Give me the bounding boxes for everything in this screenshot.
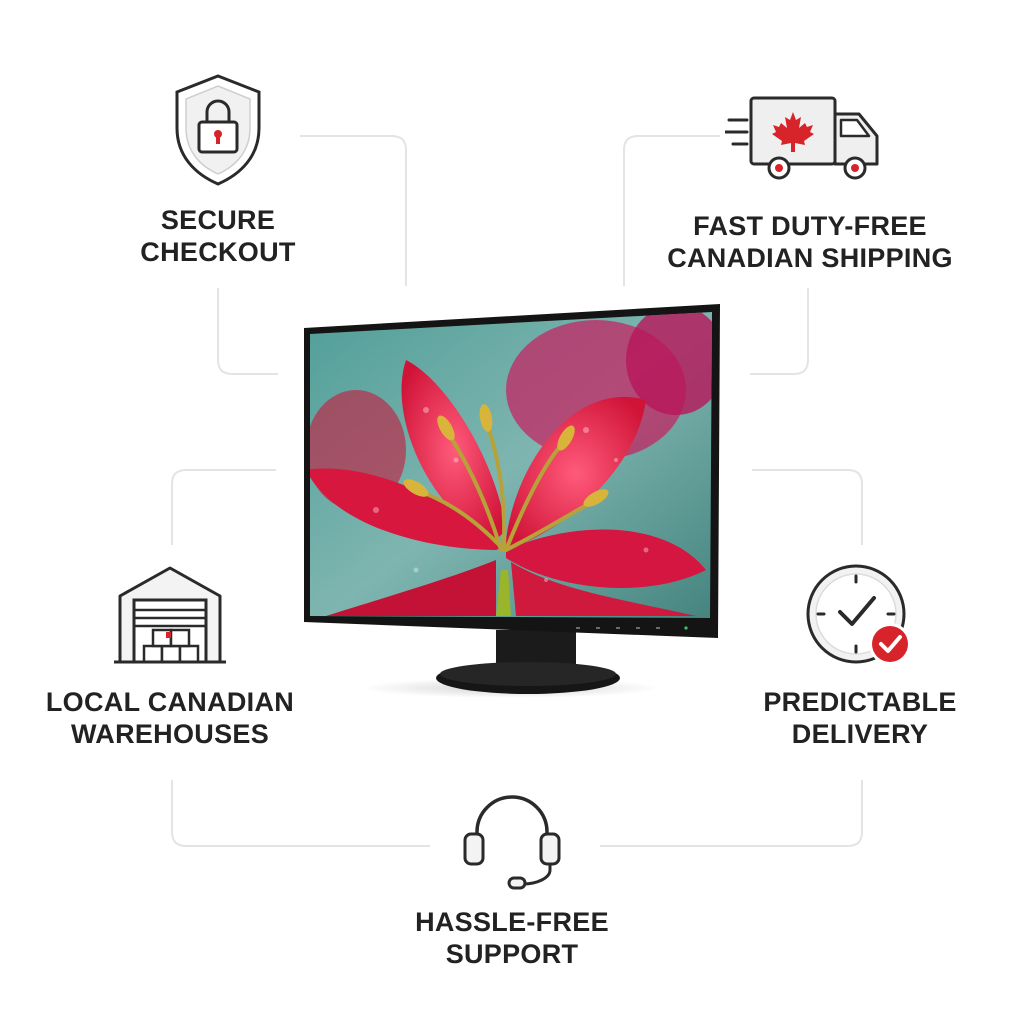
feature-label: PREDICTABLE DELIVERY [763, 687, 957, 749]
feature-label: SECURE CHECKOUT [140, 205, 296, 267]
feature-label: FAST DUTY-FREE CANADIAN SHIPPING [667, 211, 953, 273]
feature-hassle-free-support: HASSLE-FREE SUPPORT [392, 782, 632, 970]
feature-predictable-delivery: PREDICTABLE DELIVERY [740, 562, 980, 750]
feature-secure-checkout: SECURE CHECKOUT [108, 70, 328, 268]
warehouse-icon [114, 566, 226, 664]
clock-check-icon [806, 564, 911, 665]
shield-lock-icon [175, 74, 261, 186]
feature-label: LOCAL CANADIAN WAREHOUSES [45, 687, 295, 749]
feature-local-warehouses: LOCAL CANADIAN WAREHOUSES [20, 562, 320, 750]
delivery-truck-maple-leaf-icon [725, 96, 879, 180]
feature-canadian-shipping: FAST DUTY-FREE CANADIAN SHIPPING [640, 90, 980, 274]
feature-label: HASSLE-FREE SUPPORT [415, 907, 609, 969]
monitor-product-image [304, 304, 720, 698]
headset-icon [463, 795, 561, 890]
